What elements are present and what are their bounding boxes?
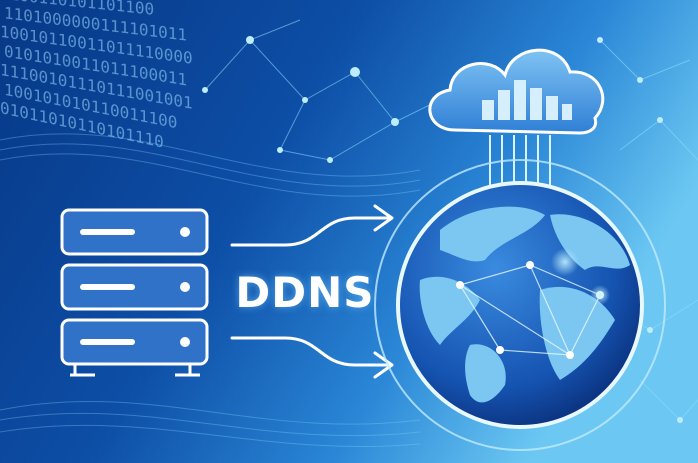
network-nodes	[202, 36, 683, 423]
light-streams	[0, 133, 421, 447]
cloud-connectors	[489, 135, 551, 195]
cloud-icon	[428, 48, 605, 135]
arrow-right-icon	[230, 204, 394, 247]
server-details	[80, 227, 190, 347]
ddns-title: DDNS	[235, 268, 375, 317]
globe-icon	[374, 159, 666, 451]
arrow-right-icon	[230, 336, 394, 379]
